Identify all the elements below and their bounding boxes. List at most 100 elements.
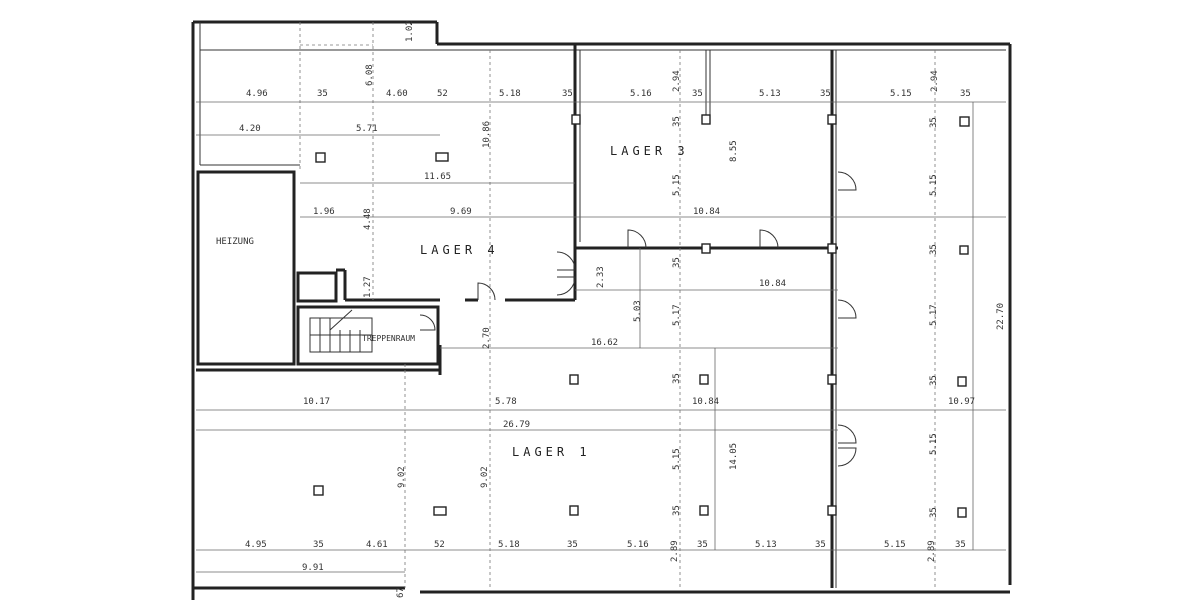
column <box>827 114 837 125</box>
dimension-labels-horizontal: 4.96 35 4.60 52 5.18 35 5.16 35 5.13 35 … <box>239 89 975 573</box>
door-swing <box>837 171 857 191</box>
door-swing <box>837 299 857 319</box>
column <box>571 114 581 125</box>
dim-label: 35 <box>672 505 682 516</box>
dim-label: 52 <box>434 540 445 550</box>
door-swing <box>556 276 576 296</box>
dim-label: 35 <box>929 117 939 128</box>
dim-label: 10.84 <box>693 207 720 217</box>
dim-label: 4.95 <box>245 540 267 550</box>
dim-label: 4.61 <box>366 540 388 550</box>
dim-label: 35 <box>672 373 682 384</box>
dimension-labels-vertical: 1.02 6.08 10.86 2.94 2.94 8.55 5.15 5.15… <box>363 20 1006 598</box>
door-swing <box>837 424 857 444</box>
dim-label: 35 <box>815 540 826 550</box>
dim-label: 2.70 <box>482 327 492 349</box>
dim-label: 6.08 <box>365 64 375 86</box>
dim-label: 5.13 <box>755 540 777 550</box>
door-swing <box>556 251 576 271</box>
column <box>827 505 837 516</box>
dim-label: 1.27 <box>363 276 373 298</box>
dim-label: 1.02 <box>405 20 415 42</box>
dim-label: 5.15 <box>884 540 906 550</box>
column <box>957 507 967 518</box>
dim-label: 35 <box>672 257 682 268</box>
dim-label: 35 <box>317 89 328 99</box>
dim-label: 5.18 <box>499 89 521 99</box>
dim-label: 35 <box>697 540 708 550</box>
dim-label: 2.94 <box>672 70 682 92</box>
column <box>957 376 967 387</box>
dim-label: 5.15 <box>929 433 939 455</box>
door-swing <box>837 447 857 467</box>
outer-walls <box>191 20 1012 600</box>
dim-label: 9.91 <box>302 563 324 573</box>
columns <box>313 114 970 518</box>
dim-label: 5.15 <box>890 89 912 99</box>
door-swing <box>627 229 647 249</box>
dim-label: 35 <box>929 244 939 255</box>
room-label-lager3: LAGER 3 <box>610 144 689 158</box>
room-labels: LAGER 3 LAGER 4 LAGER 1 HEIZUNG TREPPENR… <box>216 144 689 459</box>
dim-label: 11.65 <box>424 172 451 182</box>
dim-label: 5.15 <box>929 174 939 196</box>
dim-label: 5.15 <box>672 174 682 196</box>
dim-label: 5.17 <box>672 304 682 326</box>
dim-label: 35 <box>567 540 578 550</box>
dim-label: 35 <box>313 540 324 550</box>
dim-label: 2.89 <box>927 540 937 562</box>
dim-label: 10.17 <box>303 397 330 407</box>
column <box>313 485 324 496</box>
inner-walls <box>196 22 936 588</box>
room-label-heizung: HEIZUNG <box>216 237 254 247</box>
dim-label: 35 <box>929 507 939 518</box>
dim-label: 4.20 <box>239 124 261 134</box>
dim-label: 9.02 <box>480 466 490 488</box>
dim-label: 5.16 <box>630 89 652 99</box>
column <box>315 152 326 163</box>
dim-label: 35 <box>692 89 703 99</box>
dim-label: 4.48 <box>363 208 373 230</box>
dim-label: 5.03 <box>633 300 643 322</box>
dim-label: 10.97 <box>948 397 975 407</box>
dim-label: 26.79 <box>503 420 530 430</box>
column <box>569 505 579 516</box>
dim-label: 35 <box>820 89 831 99</box>
dim-label: 16.62 <box>591 338 618 348</box>
column <box>827 374 837 385</box>
doors <box>419 171 857 467</box>
room-label-lager4: LAGER 4 <box>420 243 499 257</box>
dim-label: 35 <box>562 89 573 99</box>
dim-label: 2.89 <box>670 540 680 562</box>
stair <box>309 309 373 353</box>
dim-label: 4.60 <box>386 89 408 99</box>
column <box>699 374 709 385</box>
column <box>959 245 969 255</box>
dim-label: 5.16 <box>627 540 649 550</box>
column <box>827 243 837 254</box>
dim-label: 14.05 <box>729 443 739 470</box>
column <box>701 114 711 125</box>
dim-label: 35 <box>960 89 971 99</box>
dim-label: 67 <box>396 587 406 598</box>
dim-label: 4.96 <box>246 89 268 99</box>
dim-label: 5.78 <box>495 397 517 407</box>
dim-label: 35 <box>672 116 682 127</box>
dim-label: 9.69 <box>450 207 472 217</box>
dim-label: 52 <box>437 89 448 99</box>
dim-label: 2.33 <box>596 266 606 288</box>
dim-label: 1.96 <box>313 207 335 217</box>
dim-label: 35 <box>955 540 966 550</box>
dim-label: 9.02 <box>397 466 407 488</box>
room-label-lager1: LAGER 1 <box>512 445 591 459</box>
column <box>435 152 449 162</box>
dim-label: 5.15 <box>672 448 682 470</box>
column <box>699 505 709 516</box>
dim-label: 5.71 <box>356 124 378 134</box>
dim-label: 5.13 <box>759 89 781 99</box>
dim-label: 35 <box>929 375 939 386</box>
column <box>959 116 970 127</box>
dim-label: 8.55 <box>729 140 739 162</box>
dim-label: 10.86 <box>482 121 492 148</box>
